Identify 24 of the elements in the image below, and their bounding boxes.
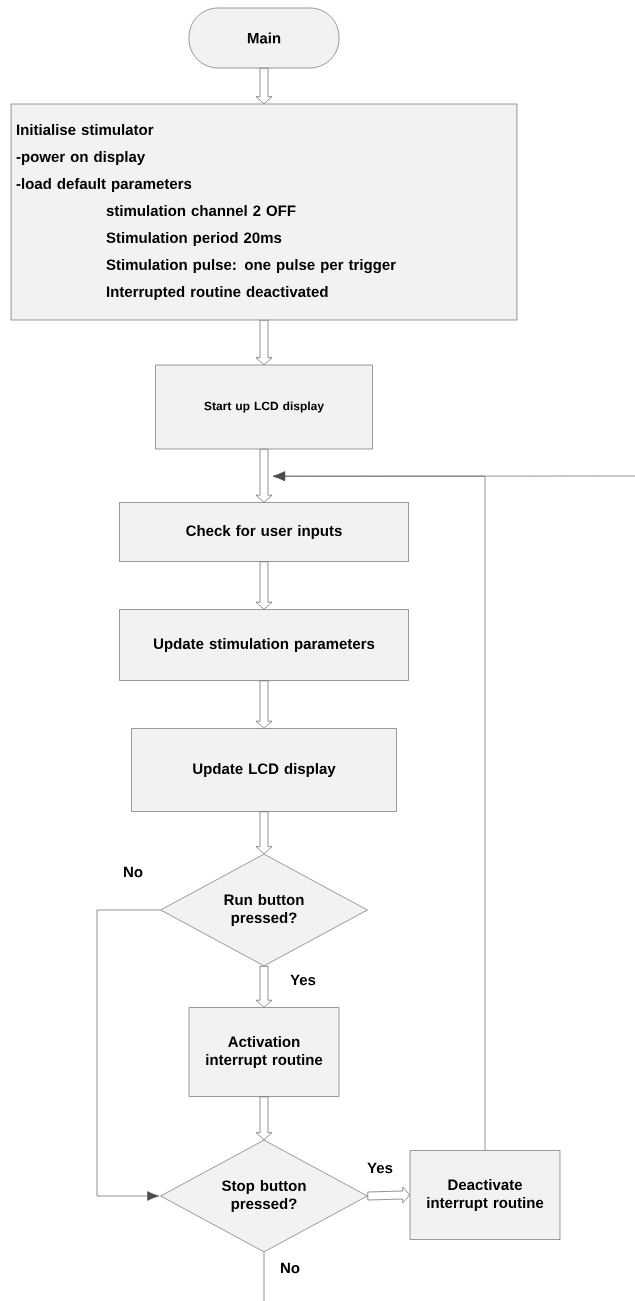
process-box: Deactivate interrupt routine (409, 1150, 561, 1240)
block-arrow (255, 1096, 273, 1140)
arrow (96, 909, 161, 1201)
block-arrow (255, 561, 273, 610)
block-arrow (367, 1186, 410, 1204)
edge-label: No (122, 865, 144, 879)
process-box: Update LCD display (131, 728, 397, 812)
start-terminal: Main (188, 7, 340, 69)
block-arrow (255, 680, 273, 729)
block-arrow (255, 449, 273, 503)
process-box: Initialise stimulator -power on display -load default parameters stimulation channel 2 OFF Stimulation period 20ms Stimulation pulse: one pulse per trigger Interrupted routine deactivated (10, 103, 518, 321)
edge-label: Yes (289, 973, 317, 987)
process-box: Activation interrupt routine (188, 1007, 340, 1097)
edge-label: Yes (366, 1161, 394, 1175)
block-arrow (255, 68, 273, 104)
block-arrow (255, 966, 273, 1008)
block-arrow (255, 320, 273, 365)
edge-label: No (279, 1261, 301, 1275)
process-box: Check for user inputs (119, 502, 409, 562)
arrow (272, 471, 635, 481)
process-box: Update stimulation parameters (119, 609, 409, 681)
connector-line (263, 1252, 265, 1301)
process-box: Start up LCD display (155, 364, 373, 450)
block-arrow (255, 811, 273, 854)
